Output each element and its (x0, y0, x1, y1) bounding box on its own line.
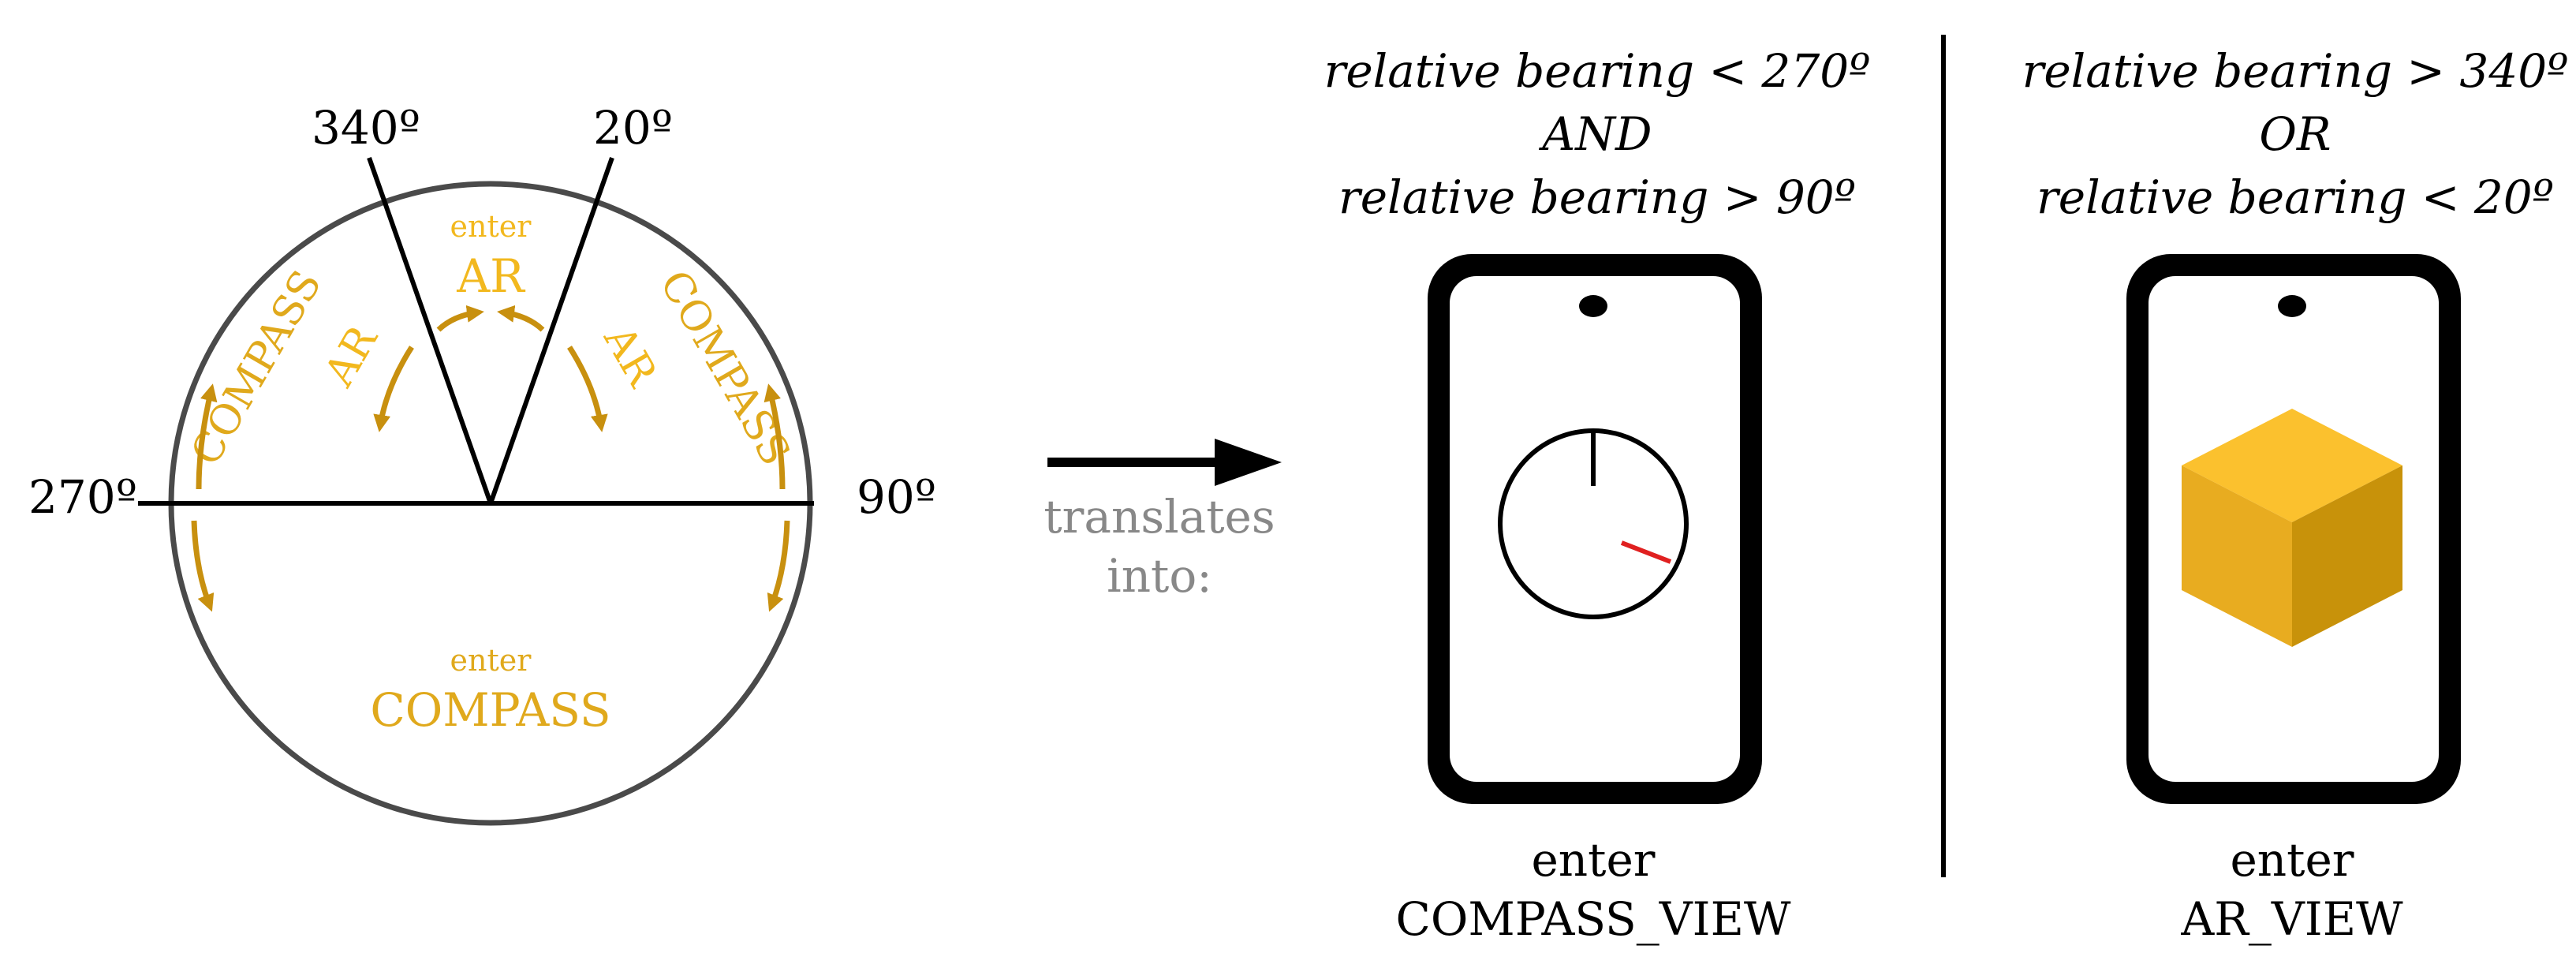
translates-label: translates (1043, 490, 1275, 544)
compass-dial (1498, 428, 1689, 619)
compass-arrow-left-up (196, 383, 218, 490)
phone-camera-compass (1579, 295, 1607, 317)
compass-condition-line-2: relative bearing > 90º (1338, 170, 1856, 224)
compass-needle (1620, 540, 1672, 564)
line-20-degrees (488, 157, 614, 504)
enter-ar-label-top: enter (450, 209, 532, 244)
ar-condition-line-1: relative bearing > 340º (2022, 44, 2569, 98)
compass-view-caption-enter: enter (1531, 833, 1655, 887)
ar-view-panel: relative bearing > 340º OR relative bear… (2022, 44, 2569, 946)
into-label: into: (1107, 549, 1212, 603)
compass-arrow-left-down (191, 520, 215, 612)
compass-arrow-right-up (763, 383, 786, 490)
ar-mode-label-top: AR (456, 249, 526, 303)
phone-camera-ar (2278, 295, 2306, 317)
ar-view-caption-enter: enter (2230, 833, 2354, 887)
translates-into-connector: translates into: (1043, 439, 1282, 603)
label-340-degrees: 340º (312, 101, 420, 155)
label-20-degrees: 20º (593, 101, 673, 155)
compass-mode-label-bottom: COMPASS (370, 683, 610, 737)
ar-arrow-left-down (373, 346, 414, 432)
ar-condition-or: OR (2259, 107, 2331, 161)
ar-cube-left-face (2182, 465, 2292, 647)
compass-arrow-right-down (767, 520, 790, 612)
label-90-degrees: 90º (857, 470, 936, 524)
compass-circle-diagram: 270º 90º 340º 20º enter AR enter COMPASS… (28, 101, 936, 826)
compass-condition-line-1: relative bearing < 270º (1324, 44, 1871, 98)
compass-view-panel: relative bearing < 270º AND relative bea… (1324, 44, 1871, 946)
ar-cube (2182, 409, 2402, 647)
ar-label-left-arc: AR (315, 317, 388, 395)
ar-condition-line-2: relative bearing < 20º (2037, 170, 2554, 224)
ar-cube-right-face (2292, 465, 2402, 647)
ar-view-caption-name: AR_VIEW (2180, 892, 2403, 946)
line-340-degrees (367, 157, 493, 504)
ar-arrow-right-down (567, 346, 608, 432)
compass-condition-and: AND (1538, 107, 1652, 161)
ar-arrow-top-right (497, 305, 545, 332)
label-270-degrees: 270º (28, 470, 137, 524)
compass-view-caption-name: COMPASS_VIEW (1395, 892, 1790, 946)
enter-compass-label-bottom: enter (450, 643, 532, 678)
ar-arrow-top-left (436, 305, 484, 332)
ar-label-right-arc: AR (594, 317, 666, 395)
connector-arrow-head (1215, 439, 1282, 486)
